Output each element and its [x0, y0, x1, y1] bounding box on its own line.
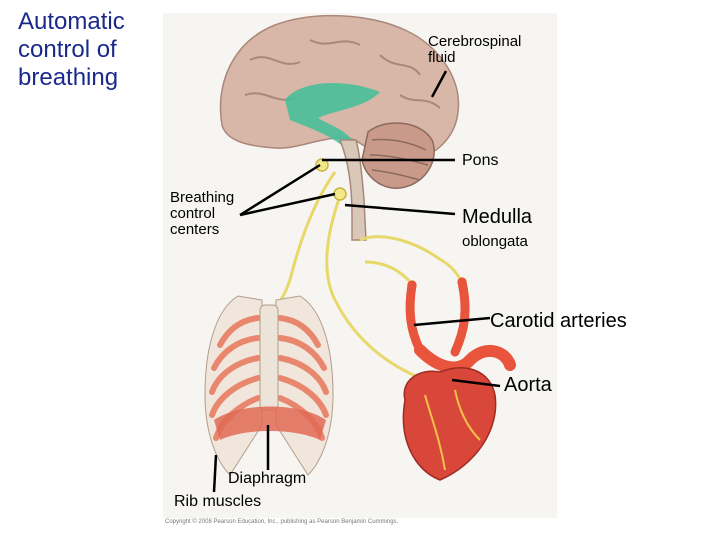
carotid-leader [413, 316, 491, 327]
heart [402, 367, 497, 481]
label-oblongata: oblongata [462, 233, 528, 250]
aorta-leader [451, 378, 501, 388]
brain [219, 14, 460, 241]
aortic-arch [414, 344, 516, 374]
label-medulla: Medulla [462, 206, 533, 228]
label-cerebrospinal-fluid: Cerebrospinal fluid [428, 33, 522, 66]
csf-ventricle [285, 82, 380, 148]
medulla-dot [333, 187, 347, 201]
rib-muscles-leader [212, 454, 218, 493]
centers-leader-1 [239, 163, 321, 217]
csf-leader [430, 70, 448, 98]
label-diaphragm: Diaphragm [228, 470, 307, 487]
diagram-title: Automatic control of breathing [18, 8, 125, 91]
brainstem [338, 139, 367, 241]
leader-lines [212, 70, 501, 493]
label-rib-muscles: Rib muscles [174, 493, 262, 510]
medulla-leader [344, 203, 456, 216]
label-carotid-arteries: Carotid arteries [490, 310, 627, 332]
centers-leader-2 [239, 192, 336, 217]
rib-cage [204, 295, 334, 476]
label-breathing-control-centers: Breathing control centers [170, 189, 235, 238]
sternum [259, 304, 279, 411]
label-aorta: Aorta [504, 374, 552, 396]
diaphragm-muscle [214, 406, 326, 440]
copyright-notice: Copyright © 2008 Pearson Education, Inc.… [165, 519, 399, 525]
label-pons: Pons [462, 152, 499, 169]
left-carotid [405, 280, 425, 355]
